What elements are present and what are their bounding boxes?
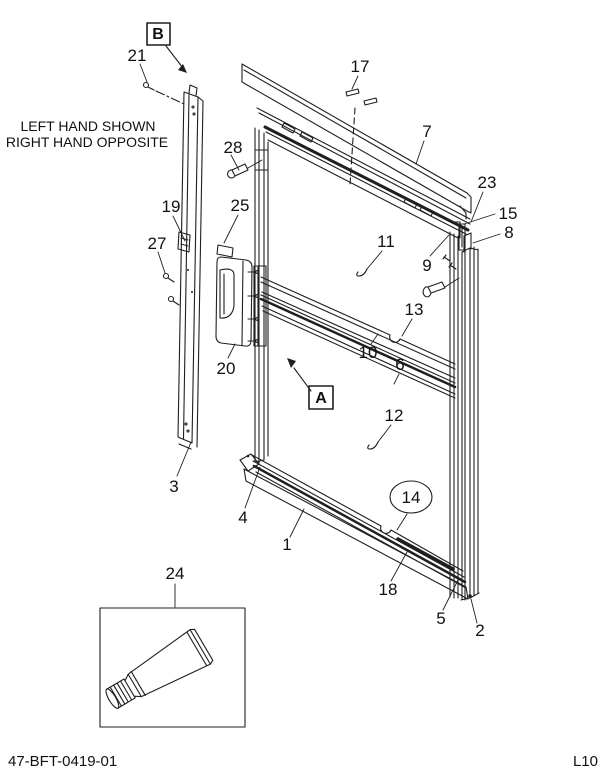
callout-7: 7: [422, 122, 431, 141]
callout-9: 9: [422, 256, 431, 275]
callout-19: 19: [162, 197, 181, 216]
page-code: L10: [573, 753, 598, 770]
mid-rail-lower-dark: [259, 297, 457, 389]
callout-leaders: [139, 63, 501, 624]
callout-24: 24: [166, 564, 185, 583]
callout-11: 11: [377, 232, 395, 251]
callout-17: 17: [351, 57, 370, 76]
callout-21: 21: [128, 46, 147, 65]
grab-handle: [215, 256, 253, 347]
left-pillar-strip: [142, 81, 204, 450]
detail-a-label: A: [315, 390, 327, 407]
upper-weatherstrip-dark-band: [263, 125, 470, 232]
callout-23: 23: [478, 173, 497, 192]
grab-handle-group: [215, 163, 253, 347]
upper-frame-lines: [256, 107, 471, 239]
figure-number: 47-BFT-0419-01: [8, 753, 117, 770]
callout-27: 27: [148, 234, 167, 253]
detail-a-arrow-line: [293, 367, 312, 392]
sealant-inset: [99, 607, 246, 728]
strip-fastener-dot: [468, 594, 472, 598]
bottom-rail: [243, 454, 469, 600]
detail-b-arrowhead: [178, 64, 187, 73]
pillar-clip: [177, 231, 191, 253]
guide-pins: [345, 88, 378, 106]
callout-10: 10: [359, 343, 378, 362]
orientation-note-line1: LEFT HAND SHOWN: [20, 118, 155, 134]
door-assembly: [239, 63, 480, 601]
mid-rail-upper: [260, 276, 456, 379]
detail-marker-b: B: [146, 22, 187, 73]
detail-a-arrowhead: [287, 358, 296, 368]
callout-1: 1: [282, 535, 291, 554]
guide-pin-insert-line: [349, 107, 356, 186]
callout-labels: 21 17 7 28 23 19 25 15 8 27 11 9 13 10 6…: [128, 46, 518, 640]
sealant-tube: [105, 628, 214, 709]
pillar-strip-body: [177, 84, 204, 450]
pillar-top-screw: [142, 81, 185, 105]
highlight-ellipse-14: [389, 480, 433, 514]
callout-2: 2: [475, 621, 484, 640]
callout-13: 13: [405, 300, 424, 319]
callout-3: 3: [169, 477, 178, 496]
callout-15: 15: [499, 204, 518, 223]
callout-8: 8: [504, 223, 513, 242]
door-right-edge: [449, 221, 466, 599]
bottom-rail-dark: [252, 464, 467, 584]
callout-14: 14: [402, 488, 421, 507]
inset-box: [99, 607, 246, 728]
callout-28: 28: [224, 138, 243, 157]
callout-25: 25: [231, 196, 250, 215]
corner-screws: [442, 254, 457, 270]
pillar-screws: [162, 269, 193, 306]
detail-b-box: [146, 22, 171, 46]
detail-b-label: B: [152, 26, 164, 43]
orientation-note-line2: RIGHT HAND OPPOSITE: [6, 134, 168, 150]
callout-20: 20: [217, 359, 236, 378]
callout-5: 5: [436, 609, 445, 628]
detail-b-arrow-line: [165, 45, 184, 69]
detail-a-box: [308, 385, 334, 410]
detail-marker-a: A: [287, 358, 334, 410]
bottom-weatherstrip-segment: [396, 537, 455, 571]
callout-4: 4: [238, 508, 247, 527]
handle-mounting-plate: [247, 265, 267, 347]
corner-bracket: [239, 453, 260, 472]
callout-18: 18: [379, 580, 398, 599]
handle-bolt: [227, 163, 249, 179]
upper-frame-slots: [281, 122, 434, 217]
right-seal-strip: [460, 232, 480, 601]
handle-bracket: [216, 244, 234, 258]
top-molding: [241, 63, 472, 220]
callout-12: 12: [385, 406, 404, 425]
glass-clip-lower: [367, 441, 379, 450]
corner-bolt: [422, 281, 446, 298]
mid-rail-lower: [260, 294, 456, 399]
glass-clip-upper: [356, 268, 368, 277]
callout-6: 6: [395, 355, 404, 374]
